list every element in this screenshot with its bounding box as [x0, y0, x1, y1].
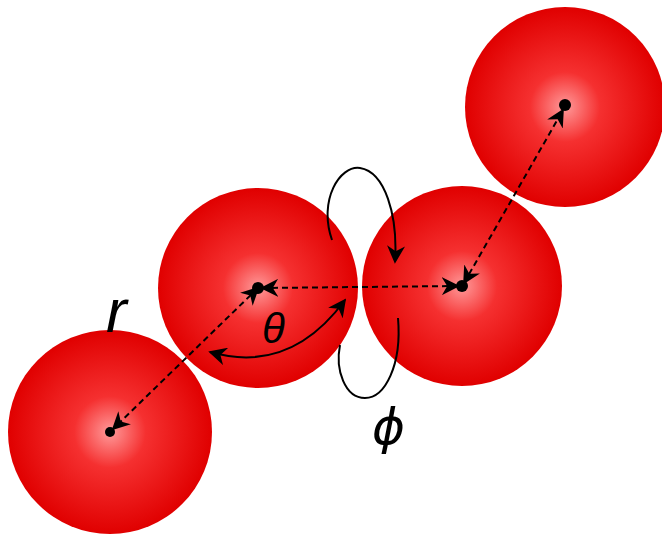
angle-arc [210, 300, 345, 357]
atom-center [252, 282, 264, 294]
rotation-arrow [328, 168, 396, 262]
atom-center [105, 427, 115, 437]
bond-vector [464, 110, 563, 283]
distance-label: r [106, 280, 127, 342]
bond-vector [262, 286, 458, 288]
dihedral-label: ϕ [372, 402, 405, 452]
atom-center [559, 99, 571, 111]
bond-vector [113, 288, 258, 429]
atom-sphere [465, 7, 662, 207]
angle-label: θ [262, 308, 285, 350]
rotation-arrow [339, 318, 399, 398]
atom-sphere [8, 330, 212, 534]
atom-center [456, 280, 468, 292]
